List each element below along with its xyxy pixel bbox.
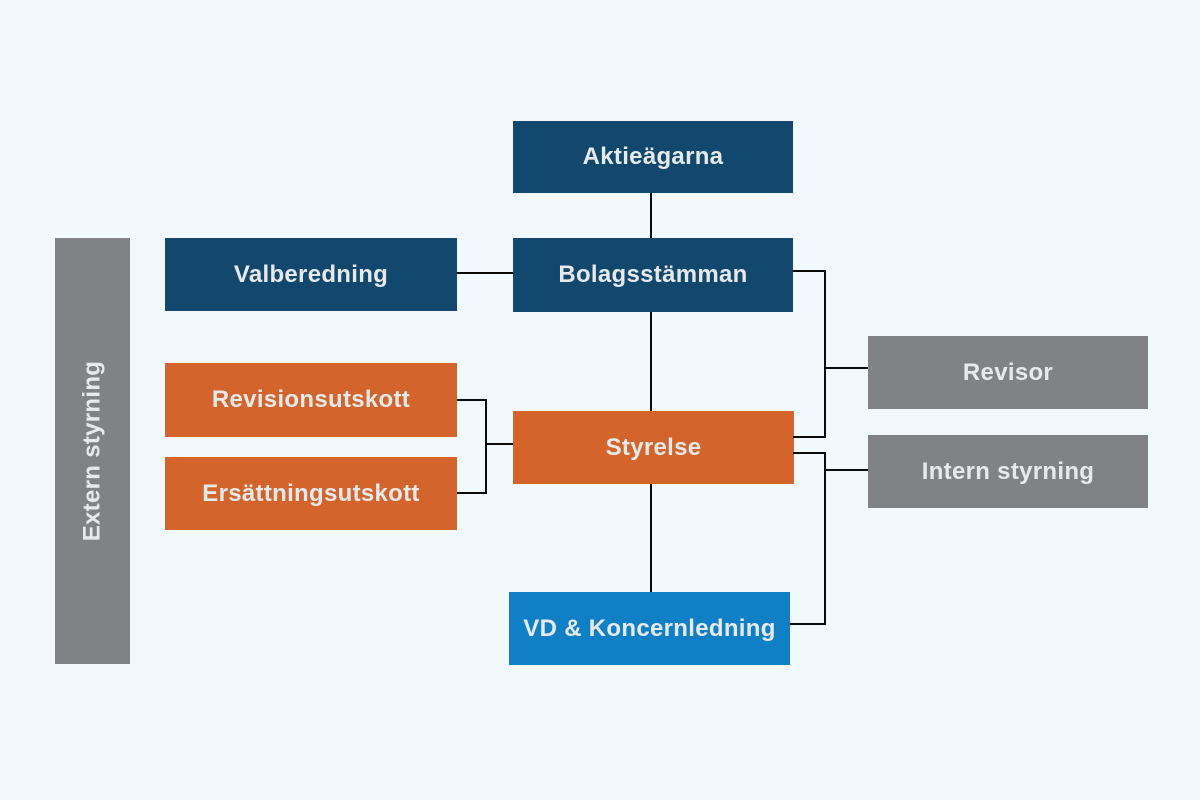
node-revisor: Revisor — [868, 336, 1148, 409]
node-aktieagarna-label: Aktieägarna — [582, 143, 724, 170]
connector-right1-to-styrelse — [793, 436, 826, 438]
node-revisionsutskott-label: Revisionsutskott — [211, 386, 411, 413]
connector-right1-from-bolagsstamman — [793, 270, 826, 272]
connector-valberedning-bolagsstamman — [457, 272, 513, 274]
node-vd-koncernledning: VD & Koncernledning — [509, 592, 790, 665]
connector-aktieagarna-bolagsstamman — [650, 193, 652, 238]
node-revisionsutskott: Revisionsutskott — [165, 363, 457, 437]
node-intern-styrning-label: Intern styrning — [921, 457, 1095, 485]
connector-right1-to-revisor — [824, 367, 868, 369]
connector-right2-to-intern-styrning — [824, 469, 868, 471]
node-valberedning: Valberedning — [165, 238, 457, 311]
connector-bracket-to-styrelse — [485, 443, 513, 445]
node-bolagsstamman: Bolagsstämman — [513, 238, 793, 312]
node-extern-styrning: Extern styrning — [55, 238, 130, 664]
node-ersattningsutskott-label: Ersättningsutskott — [202, 479, 420, 507]
node-aktieagarna: Aktieägarna — [513, 121, 793, 193]
node-vd-koncernledning-label: VD & Koncernledning — [523, 614, 776, 642]
connector-right1-vertical — [824, 270, 826, 438]
connector-bracket-vertical — [485, 399, 487, 494]
connector-right2-vertical — [824, 452, 826, 625]
connector-styrelse-vd — [650, 484, 652, 592]
node-styrelse: Styrelse — [513, 411, 794, 484]
connector-bracket-from-ersattningsutskott — [457, 492, 487, 494]
node-bolagsstamman-label: Bolagsstämman — [558, 261, 748, 288]
node-revisor-label: Revisor — [962, 358, 1054, 386]
connector-bolagsstamman-styrelse — [650, 312, 652, 411]
node-intern-styrning: Intern styrning — [868, 435, 1148, 508]
node-valberedning-label: Valberedning — [233, 260, 389, 288]
connector-right2-to-vd — [790, 623, 826, 625]
connector-bracket-from-revisionsutskott — [457, 399, 487, 401]
node-extern-styrning-label: Extern styrning — [78, 360, 106, 542]
node-styrelse-label: Styrelse — [605, 433, 702, 461]
node-ersattningsutskott: Ersättningsutskott — [165, 457, 457, 530]
connector-right2-from-styrelse — [793, 452, 826, 454]
